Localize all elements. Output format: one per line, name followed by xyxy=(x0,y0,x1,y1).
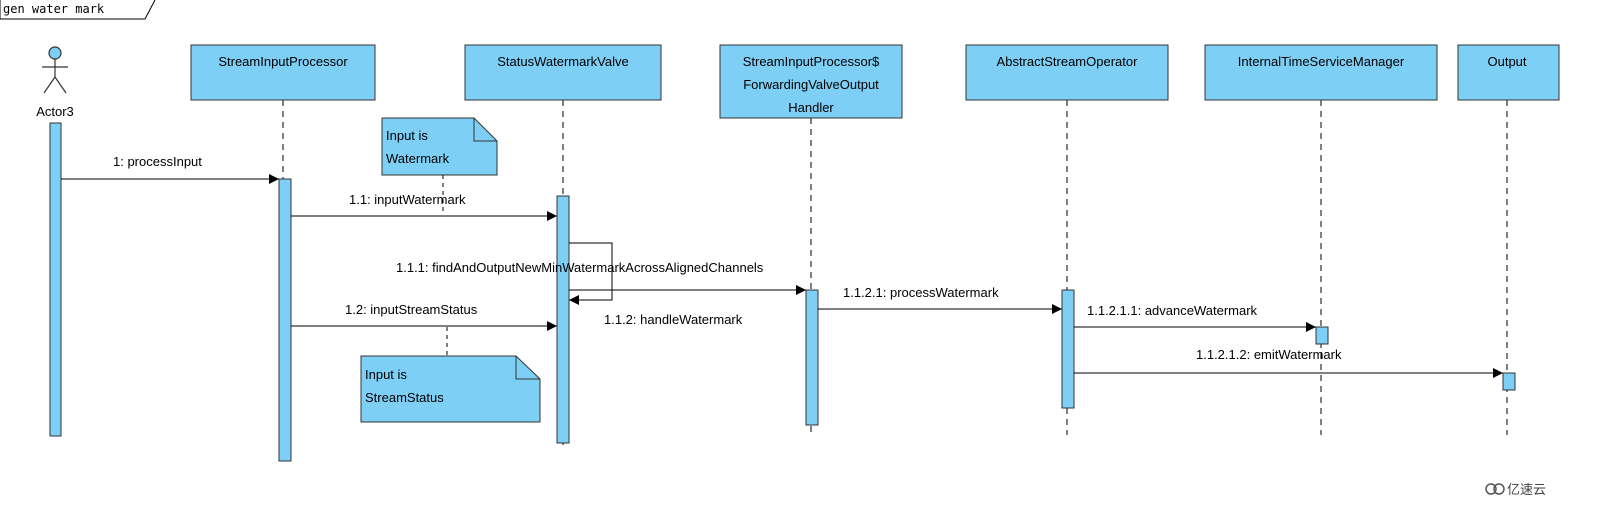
participant-forwarding-handler[interactable] xyxy=(719,44,903,119)
activation-output xyxy=(1502,372,1516,391)
participant-stream-input-processor[interactable] xyxy=(190,44,376,101)
messages xyxy=(61,174,1503,378)
participant-label-stream-input-processor: StreamInputProcessor xyxy=(218,54,348,69)
actor[interactable] xyxy=(42,46,68,94)
participant-status-watermark-valve[interactable] xyxy=(464,44,662,101)
frame-title: gen water mark xyxy=(3,2,105,16)
message-label-find-and-output: 1.1.1: findAndOutputNewMinWatermarkAcros… xyxy=(396,260,764,275)
participant-label-forwarding-line-1: StreamInputProcessor$ xyxy=(743,54,880,69)
logo-text: 亿速云 xyxy=(1507,483,1546,498)
participant-label-status-watermark-valve: StatusWatermarkValve xyxy=(497,54,629,69)
note-watermark-line-2: Watermark xyxy=(386,151,450,166)
actor-label: Actor3 xyxy=(36,104,74,119)
message-label-handle-watermark: 1.1.2: handleWatermark xyxy=(604,312,743,327)
message-label-input-watermark: 1.1: inputWatermark xyxy=(349,192,466,207)
message-label-emit-watermark: 1.1.2.1.2: emitWatermark xyxy=(1196,347,1342,362)
participant-label-forwarding-line-2: ForwardingValveOutput xyxy=(743,77,879,92)
participant-abstract-stream-operator[interactable] xyxy=(965,44,1169,101)
note-watermark-line-1: Input is xyxy=(386,128,428,143)
note-stream-status-line-1: Input is xyxy=(365,367,407,382)
message-labels: 1: processInput 1.1: inputWatermark 1.1.… xyxy=(113,154,1342,362)
message-label-input-stream-status: 1.2: inputStreamStatus xyxy=(345,302,478,317)
site-logo: 亿速云 xyxy=(1485,483,1546,498)
activation-actor xyxy=(49,122,62,437)
message-label-advance-watermark: 1.1.2.1.1: advanceWatermark xyxy=(1087,303,1258,318)
note-watermark[interactable]: Input is Watermark xyxy=(381,117,498,176)
activation-bars xyxy=(49,122,1516,462)
participant-label-forwarding-line-3: Handler xyxy=(788,100,834,115)
note-stream-status[interactable]: Input is StreamStatus xyxy=(360,355,541,423)
participant-internal-time-service-manager[interactable] xyxy=(1204,44,1438,101)
message-label-process-input: 1: processInput xyxy=(113,154,202,169)
participant-label-internal-time-service-manager: InternalTimeServiceManager xyxy=(1238,54,1405,69)
note-stream-status-line-2: StreamStatus xyxy=(365,390,444,405)
frame-tab: gen water mark xyxy=(0,0,156,20)
activation-status-watermark-valve xyxy=(556,195,570,444)
message-label-process-watermark: 1.1.2.1: processWatermark xyxy=(843,285,999,300)
participant-label-output: Output xyxy=(1487,54,1526,69)
participant-output[interactable] xyxy=(1457,44,1560,101)
actor-head xyxy=(48,46,62,60)
message-arrow-find-and-output[interactable] xyxy=(569,242,613,305)
activation-forwarding-handler xyxy=(805,289,819,426)
activation-abstract-stream-operator xyxy=(1061,289,1075,409)
participant-boxes xyxy=(190,44,1560,119)
participant-labels: StreamInputProcessor StatusWatermarkValv… xyxy=(218,54,1527,115)
activation-stream-input-processor xyxy=(278,178,292,462)
logo-mark-icon xyxy=(1485,483,1497,495)
participant-label-abstract-stream-operator: AbstractStreamOperator xyxy=(997,54,1139,69)
activation-internal-time-service-manager xyxy=(1315,326,1329,345)
